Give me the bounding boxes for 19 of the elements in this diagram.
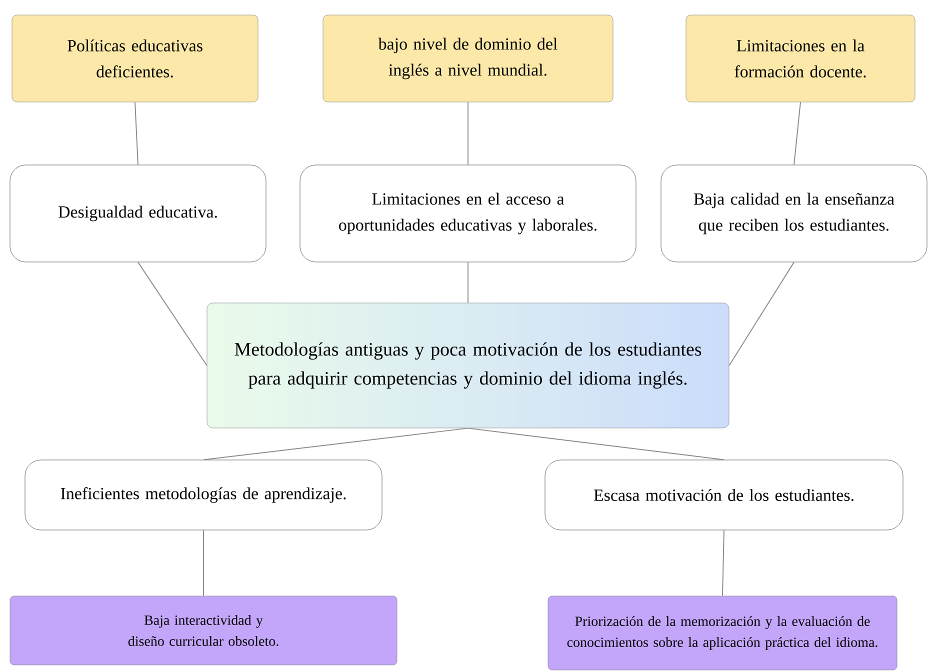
connector-line: [203, 428, 468, 460]
central-problem-box: Metodologías antiguas y poca motivación de los estudiantes para adquirir competencias y dominio del idioma inglés.: [206, 302, 730, 428]
connector-line: [722, 530, 724, 596]
connector-line: [728, 262, 794, 366]
effect-box: Escasa motivación de los estudiantes.: [544, 460, 904, 530]
connector-line: [134, 102, 138, 166]
effect-box: Ineficientes metodologías de aprendizaje.: [24, 460, 382, 530]
effect-box: Baja calidad en la enseñanza que reciben los estudiantes.: [660, 164, 928, 262]
connector-line: [794, 102, 801, 166]
connector-line: [203, 530, 204, 596]
effect-box: Limitaciones en el acceso a oportunidades educativas y laborales.: [300, 164, 636, 262]
cause-box: Políticas educativas deficientes.: [12, 14, 258, 102]
detail-box: Baja interactividad y diseño curricular obsoleto.: [10, 596, 398, 666]
cause-box: Limitaciones en la formación docente.: [686, 14, 916, 102]
connector-line: [468, 428, 724, 460]
cause-box: bajo nivel de dominio del inglés a nivel mundial.: [322, 14, 614, 102]
effect-box: Desigualdad educativa.: [10, 164, 266, 262]
connector-line: [138, 262, 208, 366]
detail-box: Priorización de la memorización y la evaluación de conocimientos sobre la aplicación práctica del idioma.: [548, 596, 898, 670]
